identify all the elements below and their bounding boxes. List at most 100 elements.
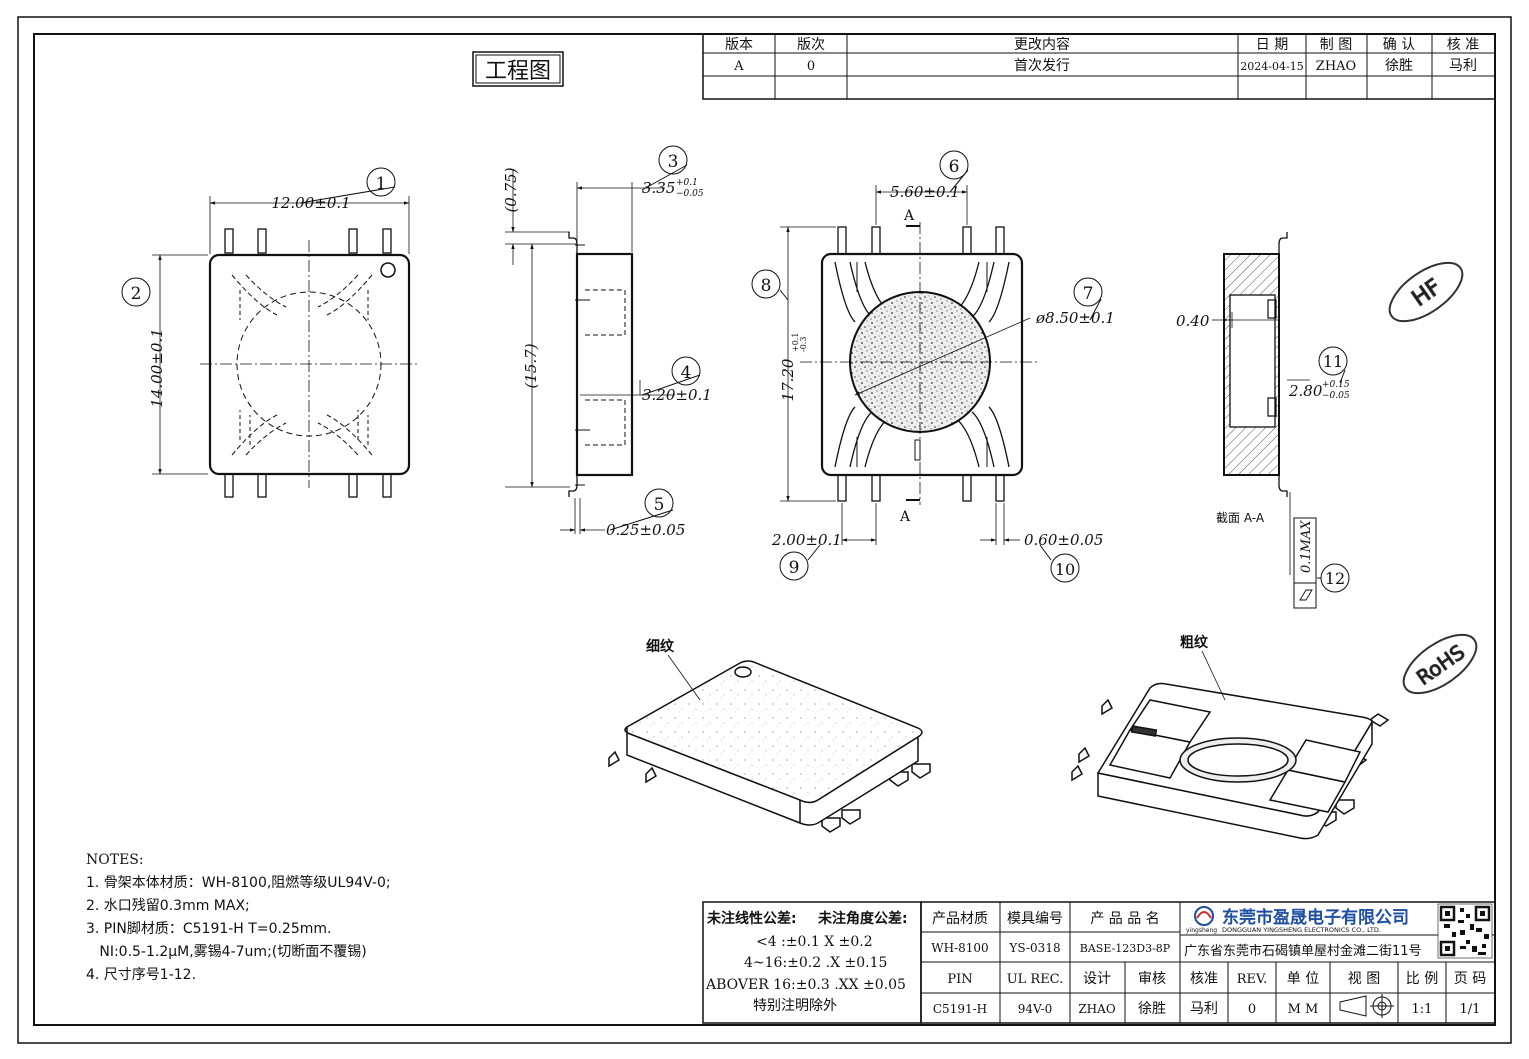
section-label: 截面 A-A: [1216, 511, 1265, 525]
hf-mark: HF: [1388, 261, 1464, 323]
rev-cell-edition: 0: [807, 59, 815, 74]
tb-reviewer: 徐胜: [1138, 1001, 1166, 1017]
dim-thickness-tol-minus: −0.05: [676, 189, 704, 199]
tb-pin: C5191-H: [933, 1002, 987, 1016]
iso-coarse-view: [1071, 682, 1390, 840]
rev-header-date: 日 期: [1256, 37, 1288, 53]
company-name-cn: 东莞市盈晟电子有限公司: [1222, 907, 1409, 928]
projection-symbol-icon: [1339, 994, 1394, 1018]
note-3b: NI:0.5-1.2μM,雾锡4-7um;(切断面不覆锡): [86, 944, 367, 960]
balloon-3: 3: [668, 152, 679, 172]
tol-line2: 4~16:±0.2 .X ±0.15: [744, 955, 887, 971]
rev-cell-confirm: 徐胜: [1385, 58, 1413, 74]
balloons: [121, 145, 1350, 593]
balloon-4: 4: [681, 363, 692, 383]
title-block-text: 产品材质 模具编号 产 品 品 名 WH-8100 YS-0318 BASE-1…: [931, 903, 1493, 1018]
tb-approve-label: 核准: [1190, 971, 1218, 987]
dim-height: 14.00±0.1: [148, 328, 166, 407]
rev-header-approve: 核 准: [1447, 37, 1479, 53]
tb-approver: 马利: [1190, 1001, 1218, 1017]
dim-thickness-tol-plus: +0.1: [676, 178, 698, 188]
dim-d11-tol-minus: −0.05: [1322, 391, 1350, 401]
note-2: 2. 水口残留0.3mm MAX;: [86, 898, 250, 914]
dim-d12: 0.1MAX: [1299, 520, 1314, 573]
tb-review-label: 审核: [1138, 971, 1166, 987]
tb-material: WH-8100: [931, 941, 988, 955]
rev-header-drawn: 制 图: [1320, 37, 1352, 53]
rev-cell-version: A: [733, 59, 744, 74]
company-address: 广东省东莞市石碣镇单屋村金滩二街11号: [1184, 943, 1422, 959]
tb-rev-label: REV.: [1237, 972, 1268, 987]
rev-cell-drawn: ZHAO: [1316, 59, 1356, 74]
fine-texture-label: 细纹: [646, 638, 675, 655]
balloon-8: 8: [761, 276, 772, 296]
balloon-12: 12: [1325, 569, 1345, 588]
balloon-7: 7: [1083, 284, 1094, 304]
tb-ul: 94V-0: [1018, 1002, 1053, 1016]
rev-cell-approve: 马利: [1449, 58, 1477, 74]
dim-d4: 3.20±0.1: [642, 386, 712, 404]
balloon-11: 11: [1323, 352, 1343, 371]
dim-d11: 2.80: [1288, 382, 1323, 400]
tol-angular-label: 未注角度公差:: [818, 910, 908, 927]
tb-unit-label: 单 位: [1287, 971, 1319, 987]
dim-040: 0.40: [1176, 312, 1210, 330]
note-4: 4. 尺寸序号1-12.: [86, 967, 196, 983]
tb-material-label: 产品材质: [932, 911, 988, 927]
dim-d7: ø8.50±0.1: [1035, 309, 1115, 327]
tb-rev: 0: [1248, 1002, 1256, 1017]
rev-header-confirm: 确 认: [1383, 37, 1415, 53]
tb-page-label: 页 码: [1454, 971, 1486, 987]
title-stamp: 工程图: [472, 51, 564, 87]
dim-d11-tol-plus: +0.15: [1322, 380, 1350, 390]
qr-code-icon: [1437, 903, 1493, 959]
coarse-texture-leader: [1201, 650, 1226, 701]
dim-width: 12.00±0.1: [271, 194, 350, 212]
balloon-9: 9: [789, 558, 800, 578]
company-logo-icon: yingsheng: [1186, 906, 1217, 934]
rev-header-edition: 版次: [797, 37, 825, 53]
rev-header-change: 更改内容: [1014, 36, 1070, 53]
dim-ref-157: (15.7): [522, 343, 540, 388]
tb-product: BASE-123D3-8P: [1080, 942, 1171, 955]
side-view: [505, 170, 675, 534]
dim-d8-tol-minus: -0.3: [799, 337, 808, 352]
notes-heading: NOTES:: [86, 852, 144, 868]
tb-scale: 1:1: [1412, 1002, 1433, 1017]
tb-mold-label: 模具编号: [1007, 911, 1063, 927]
balloon-6: 6: [949, 157, 960, 177]
tol-linear-label: 未注线性公差:: [707, 910, 797, 927]
tol-line1: <4 :±0.1 X ±0.2: [756, 934, 873, 950]
tb-unit: M M: [1288, 1002, 1319, 1017]
coarse-texture-label: 粗纹: [1180, 634, 1209, 651]
balloon-1: 1: [376, 174, 387, 194]
dim-d8: 17.20: [779, 358, 797, 401]
section-letter-top: A: [903, 208, 915, 224]
tb-view-label: 视 图: [1348, 971, 1380, 987]
dim-d8-tol-plus: +0.1: [791, 333, 800, 352]
outer-frame: [17, 16, 1512, 1044]
tol-line4: 特别注明除外: [753, 998, 837, 1014]
front-view: [780, 185, 1040, 545]
rohs-mark: RoHS: [1402, 633, 1478, 695]
tb-designer: ZHAO: [1078, 1002, 1115, 1016]
dim-d9: 2.00±0.1: [771, 531, 842, 549]
rev-cell-date: 2024-04-15: [1240, 60, 1303, 73]
note-3: 3. PIN脚材质：C5191-H T=0.25mm.: [86, 921, 331, 937]
tb-design-label: 设计: [1083, 971, 1111, 987]
fine-texture-leader: [667, 654, 701, 701]
revision-table: 版本 版次 更改内容 日 期 制 图 确 认 核 准 A 0 首次发行 2024…: [702, 33, 1496, 100]
company-name-en: DONGGUAN YINGSHENG ELECTRONICS CO., LTD.: [1222, 926, 1381, 934]
dim-d10: 0.60±0.05: [1024, 531, 1103, 549]
tb-scale-label: 比 例: [1406, 971, 1438, 987]
tb-pin-label: PIN: [947, 972, 972, 987]
balloon-5: 5: [654, 495, 665, 515]
top-view: [152, 196, 420, 498]
balloon-2: 2: [131, 284, 142, 304]
rev-header-version: 版本: [725, 37, 753, 53]
title-stamp-text: 工程图: [485, 59, 551, 84]
section-letter-bottom: A: [899, 509, 911, 525]
dim-thickness: 3.35: [642, 179, 675, 197]
rev-cell-change: 首次发行: [1014, 58, 1070, 74]
